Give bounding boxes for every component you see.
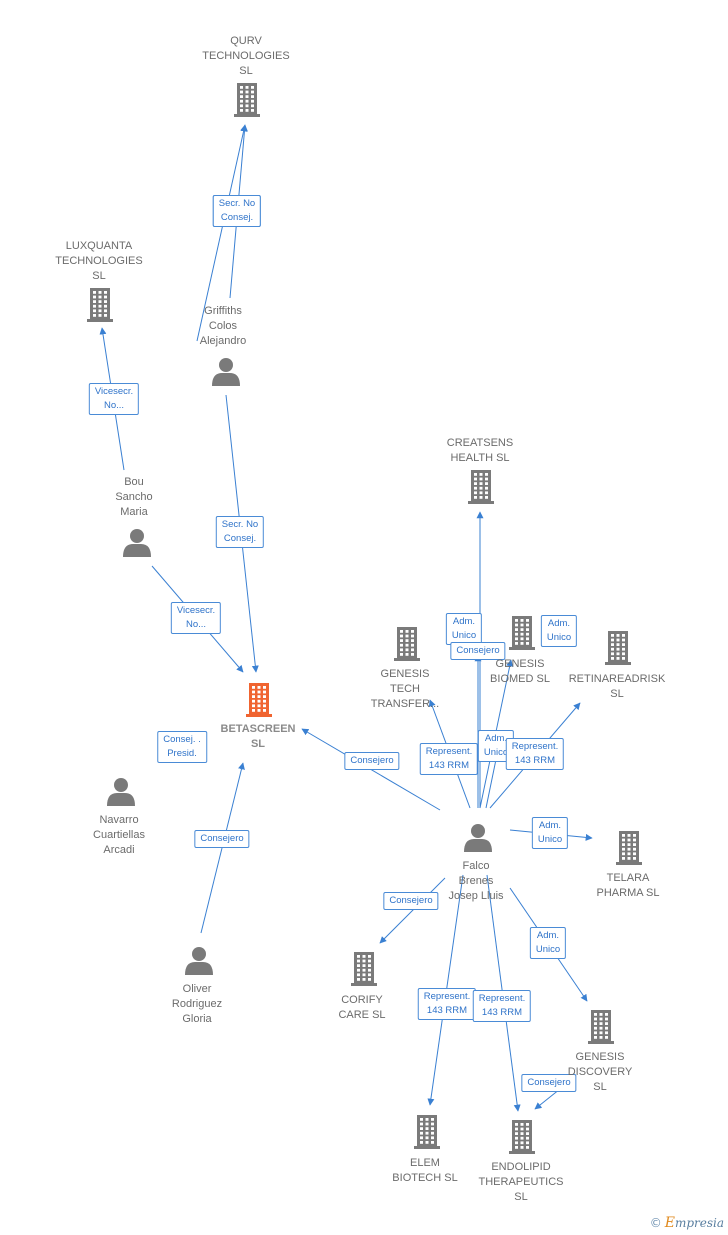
building-icon[interactable]: [509, 616, 535, 650]
person-icon[interactable]: [107, 778, 135, 806]
person-icon[interactable]: [212, 358, 240, 386]
relation-label[interactable]: Consejero: [450, 642, 506, 660]
relation-edge: [534, 1088, 561, 1110]
building-icon[interactable]: [588, 1010, 614, 1044]
relation-edge: [200, 762, 245, 934]
relation-label[interactable]: Consejero: [383, 892, 439, 910]
building-icon[interactable]: [414, 1115, 440, 1149]
company-label-telara[interactable]: TELARA PHARMA SL: [596, 872, 660, 899]
person-label-falco[interactable]: Falco Brenes Josep Lluis: [448, 860, 504, 902]
relation-label[interactable]: Adm. Unico: [531, 817, 569, 849]
building-icon[interactable]: [605, 631, 631, 665]
company-label-betascreen[interactable]: BETASCREEN SL: [220, 723, 296, 750]
relation-edge: [379, 877, 446, 944]
building-icon[interactable]: [468, 470, 494, 504]
relation-label[interactable]: Consejero: [521, 1074, 577, 1092]
building-icon[interactable]: [616, 831, 642, 865]
relation-label[interactable]: Vicesecr. No...: [170, 602, 222, 634]
person-icon[interactable]: [185, 947, 213, 975]
person-label-oliver[interactable]: Oliver Rodriguez Gloria: [171, 983, 223, 1025]
relation-label[interactable]: Secr. No Consej.: [212, 195, 262, 227]
company-label-genesisdiscovery[interactable]: GENESIS DISCOVERY SL: [567, 1051, 633, 1093]
person-label-bou[interactable]: Bou Sancho Maria: [115, 476, 153, 518]
company-label-luxquanta[interactable]: LUXQUANTA TECHNOLOGIES SL: [55, 240, 143, 282]
company-label-creatsens[interactable]: CREATSENS HEALTH SL: [446, 437, 514, 464]
company-label-qurv[interactable]: QURV TECHNOLOGIES SL: [202, 35, 290, 77]
empresia-watermark: ©Empresia: [649, 1215, 724, 1231]
relation-label[interactable]: Represent. 143 RRM: [417, 988, 477, 1020]
person-label-navarro[interactable]: Navarro Cuartiellas Arcadi: [93, 814, 145, 856]
relation-label[interactable]: Secr. No Consej.: [215, 516, 265, 548]
company-label-elem[interactable]: ELEM BIOTECH SL: [392, 1157, 458, 1184]
company-label-corify[interactable]: CORIFY CARE SL: [338, 994, 386, 1021]
person-icon[interactable]: [464, 824, 492, 852]
company-label-retinareadrisk[interactable]: RETINAREADRISK SL: [568, 673, 666, 700]
person-icon[interactable]: [123, 529, 151, 557]
relation-label[interactable]: Vicesecr. No...: [88, 383, 140, 415]
relation-label[interactable]: Consejero: [344, 752, 400, 770]
relation-label[interactable]: Represent. 143 RRM: [472, 990, 532, 1022]
relation-edge: [196, 124, 248, 342]
company-label-genesistech[interactable]: GENESIS TECH TRANSFER...: [370, 668, 440, 710]
building-icon[interactable]: [234, 83, 260, 117]
relation-label[interactable]: Represent. 143 RRM: [419, 743, 479, 775]
relation-label[interactable]: Consejero: [194, 830, 250, 848]
relation-label[interactable]: Adm. Unico: [540, 615, 578, 647]
relation-label[interactable]: Adm. Unico: [445, 613, 483, 645]
building-icon[interactable]: [246, 683, 272, 717]
building-icon[interactable]: [87, 288, 113, 322]
building-icon[interactable]: [509, 1120, 535, 1154]
relation-label[interactable]: Adm. Unico: [529, 927, 567, 959]
person-label-griffiths[interactable]: Griffiths Colos Alejandro: [199, 305, 247, 347]
relation-label[interactable]: Represent. 143 RRM: [505, 738, 565, 770]
company-label-genesisbiomed[interactable]: GENESIS BIOMED SL: [490, 658, 550, 685]
building-icon[interactable]: [351, 952, 377, 986]
building-icon[interactable]: [394, 627, 420, 661]
relation-label[interactable]: Consej. . Presid.: [157, 731, 207, 763]
company-label-endolipid[interactable]: ENDOLIPID THERAPEUTICS SL: [478, 1161, 564, 1203]
